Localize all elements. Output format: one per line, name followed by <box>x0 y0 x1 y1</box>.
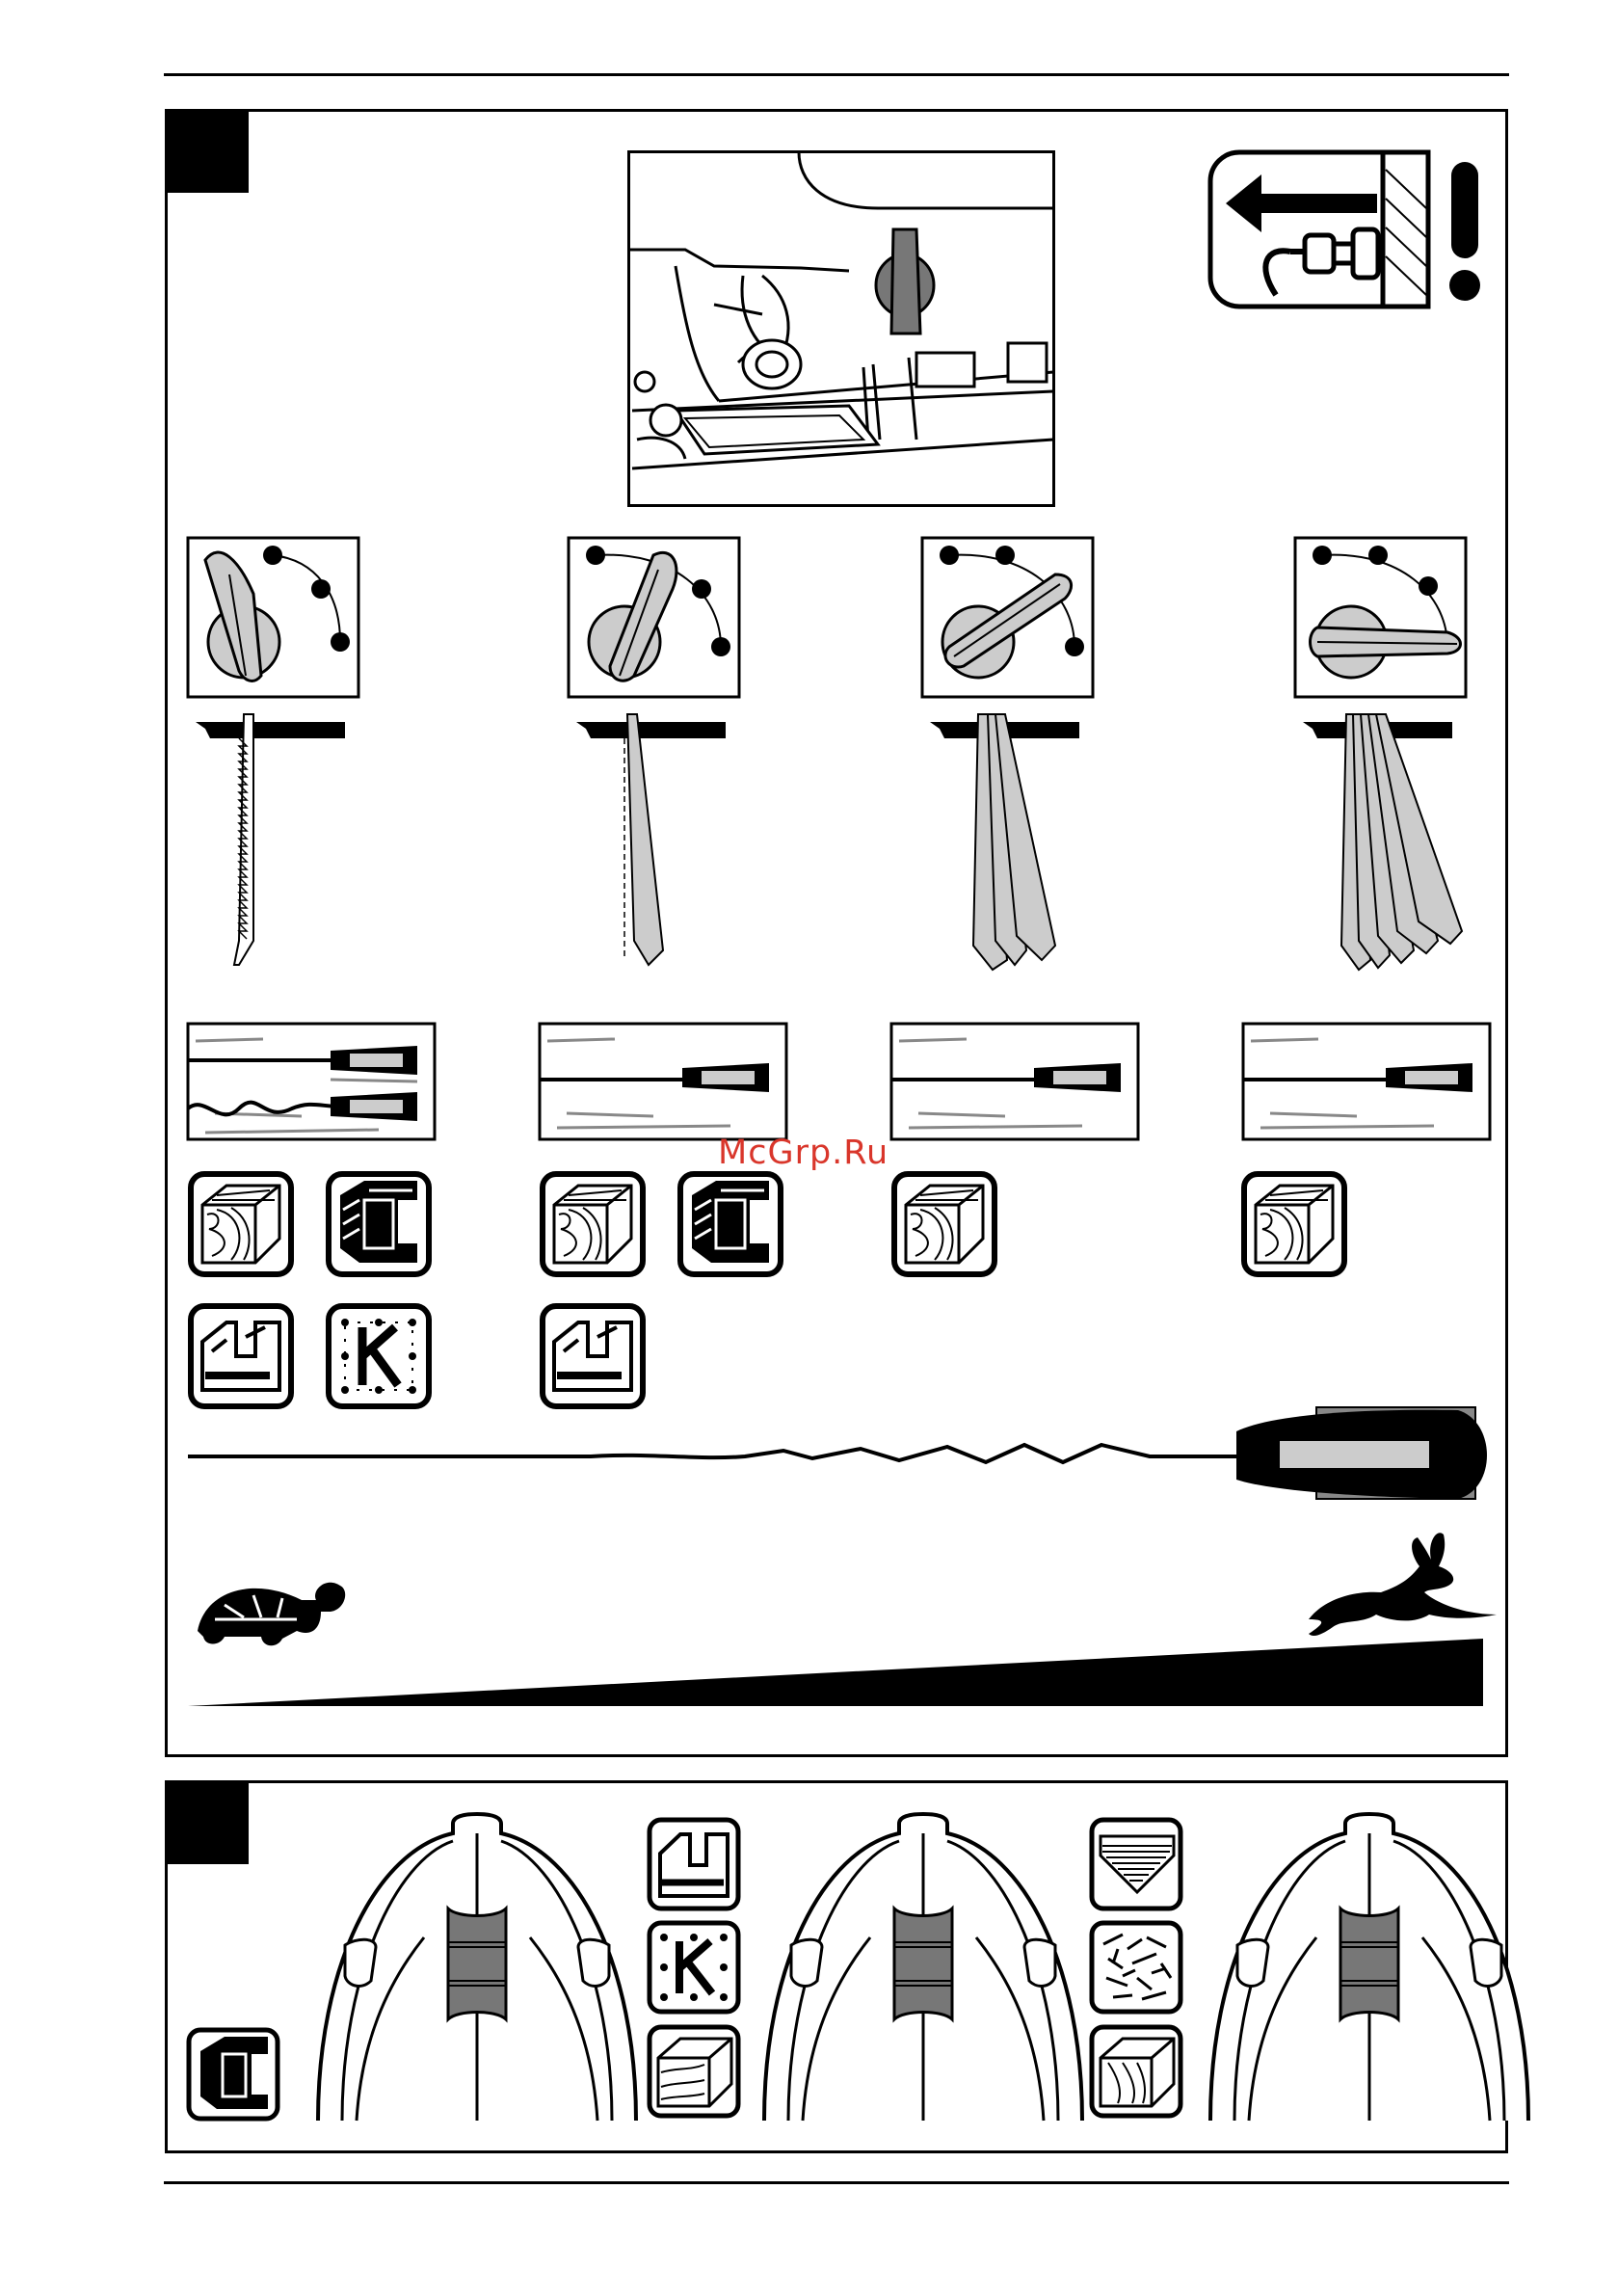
pendulum-settings-diagram <box>186 536 1497 979</box>
stroke-rate-line <box>186 1402 1497 1504</box>
pendulum-knob-closeup <box>627 150 1055 507</box>
figure-number-block <box>168 112 249 193</box>
cut-path-2 <box>891 1024 1138 1139</box>
wood-icon <box>894 1174 995 1274</box>
footer-rule <box>164 2181 1509 2184</box>
tortoise-icon <box>198 1583 345 1646</box>
metal-profile-icon <box>680 1174 781 1274</box>
aluminium-profile-icon <box>543 1306 643 1406</box>
cut-path-diagrams <box>186 1022 1492 1142</box>
cut-path-3 <box>1243 1024 1490 1139</box>
blade-guide-roller-2 <box>1210 1814 1528 2121</box>
metal-profile-icon <box>329 1174 429 1274</box>
aluminium-profile-icon <box>191 1306 291 1406</box>
unplug-warning-icon <box>1208 150 1488 309</box>
metal-profile-icon <box>189 2030 278 2119</box>
pendulum-setting-1 <box>569 538 739 965</box>
wood-icon <box>191 1174 291 1274</box>
wood-icon <box>543 1174 643 1274</box>
plank-wood-icon <box>1092 2027 1180 2116</box>
pendulum-setting-2 <box>922 538 1093 970</box>
speed-scale-tortoise-hare <box>186 1523 1497 1706</box>
plastic-k-icon <box>329 1306 429 1406</box>
hare-icon <box>1309 1533 1497 1636</box>
wood-icon <box>1244 1174 1344 1274</box>
watermark: McGrp.Ru <box>718 1134 889 1172</box>
cut-path-1 <box>540 1024 786 1139</box>
endgrain-wood-icon <box>650 2027 738 2116</box>
speed-wedge <box>188 1639 1483 1706</box>
pendulum-setting-3 <box>1295 538 1466 970</box>
plastic-k-icon <box>650 1923 738 2012</box>
blade-guide-roller-0 <box>318 1814 636 2121</box>
blade-guide-roller-1 <box>764 1814 1082 2121</box>
pendulum-setting-0 <box>188 538 358 965</box>
header-rule <box>164 73 1509 76</box>
cut-path-0 <box>188 1024 435 1139</box>
material-icons-grid <box>188 1171 1359 1417</box>
blade-guide-roller-diagrams <box>186 1812 1497 2125</box>
chipboard-icon <box>1092 1923 1180 2012</box>
aluminium-profile-icon <box>650 1820 738 1909</box>
veneer-icon <box>1092 1820 1180 1909</box>
